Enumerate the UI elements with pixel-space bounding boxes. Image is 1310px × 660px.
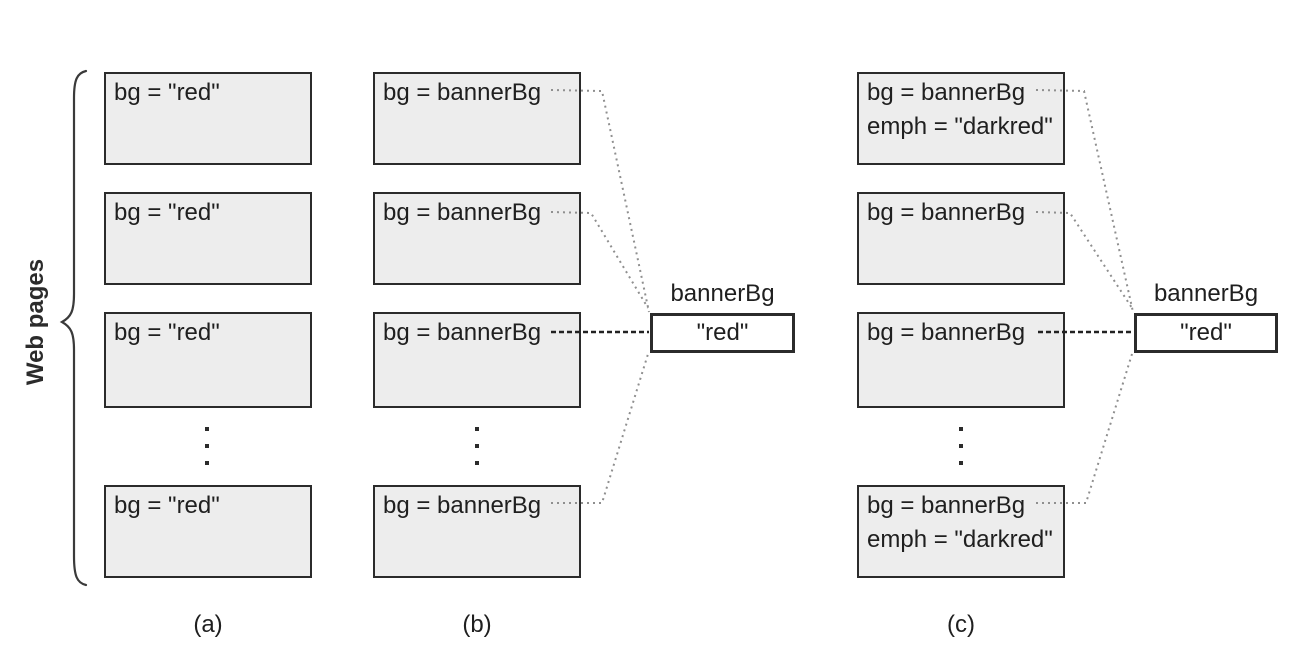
page-box-c1: bg = bannerBg emph = "darkred" (857, 72, 1065, 165)
page-box-text: emph = "darkred" (867, 526, 1053, 553)
page-box-text: bg = bannerBg (383, 79, 542, 106)
page-box-text: bg = bannerBg (867, 79, 1026, 106)
page-box-b1: bg = bannerBg (373, 72, 581, 165)
store-box-c: "red" (1134, 313, 1278, 353)
page-box-text: bg = "red" (114, 319, 220, 346)
vertical-ellipsis-icon (959, 427, 963, 465)
caption-a: (a) (193, 611, 223, 638)
web-pages-label: Web pages (22, 258, 49, 386)
page-box-b4: bg = bannerBg (373, 485, 581, 578)
caption-c: (c) (947, 611, 975, 638)
page-box-a1: bg = "red" (104, 72, 312, 165)
store-value: "red" (1180, 319, 1232, 346)
page-box-a2: bg = "red" (104, 192, 312, 285)
ellipsis-dot (959, 444, 963, 448)
page-box-text: bg = bannerBg (867, 492, 1026, 519)
vertical-ellipsis-icon (475, 427, 479, 465)
page-box-a3: bg = "red" (104, 312, 312, 408)
ellipsis-dot (205, 444, 209, 448)
page-box-text: bg = "red" (114, 79, 220, 106)
page-box-text: bg = bannerBg (867, 199, 1026, 226)
store-box-b: "red" (650, 313, 795, 353)
ellipsis-dot (475, 444, 479, 448)
page-box-text: bg = "red" (114, 492, 220, 519)
page-box-c3: bg = bannerBg (857, 312, 1065, 408)
caption-b: (b) (462, 611, 492, 638)
store-label-c: bannerBg (1153, 280, 1259, 307)
page-box-text: emph = "darkred" (867, 113, 1053, 140)
ellipsis-dot (475, 427, 479, 431)
page-box-c2: bg = bannerBg (857, 192, 1065, 285)
page-box-c4: bg = bannerBg emph = "darkred" (857, 485, 1065, 578)
store-value: "red" (696, 319, 749, 346)
ellipsis-dot (959, 427, 963, 431)
page-box-text: bg = bannerBg (383, 319, 542, 346)
ellipsis-dot (475, 461, 479, 465)
page-box-text: bg = bannerBg (867, 319, 1026, 346)
page-box-text: bg = bannerBg (383, 199, 542, 226)
ellipsis-dot (959, 461, 963, 465)
vertical-ellipsis-icon (205, 427, 209, 465)
store-label-b: bannerBg (670, 280, 775, 307)
curly-brace-icon (59, 69, 88, 587)
page-box-a4: bg = "red" (104, 485, 312, 578)
page-box-b3: bg = bannerBg (373, 312, 581, 408)
page-box-b2: bg = bannerBg (373, 192, 581, 285)
page-box-text: bg = "red" (114, 199, 220, 226)
page-box-text: bg = bannerBg (383, 492, 542, 519)
ellipsis-dot (205, 461, 209, 465)
ellipsis-dot (205, 427, 209, 431)
